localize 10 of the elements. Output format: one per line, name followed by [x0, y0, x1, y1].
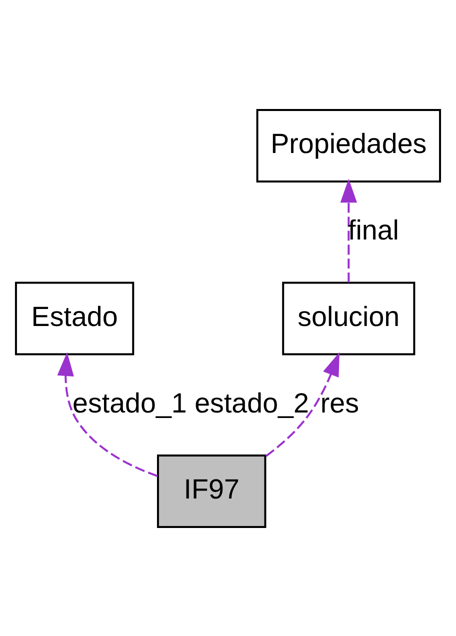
node-box: solucion: [282, 281, 416, 355]
edge-label: estado_1 estado_2: [72, 386, 309, 418]
node-box: Estado: [14, 281, 134, 355]
edge-label: final: [348, 214, 399, 245]
arrow: [57, 352, 158, 476]
edge-label: res: [320, 386, 360, 418]
node-box: Propiedades: [256, 108, 442, 182]
arrow: [340, 178, 358, 282]
arrow: [266, 352, 340, 456]
node-box: IF97: [157, 454, 266, 528]
